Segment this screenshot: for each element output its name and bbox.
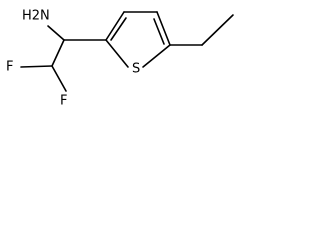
sulfur-label: S — [132, 62, 140, 77]
bond-c2-f-left — [20, 65, 53, 68]
bond-c2-f-lower — [51, 65, 67, 92]
bond-amine-c1 — [47, 25, 65, 41]
bond-thiophene-c2-c3 — [105, 11, 125, 41]
bond-thiophene-c2-c3-inner — [110, 17, 127, 41]
amine-label: H2N — [22, 9, 50, 24]
molecule-structure: H2N F F S — [6, 9, 234, 109]
bond-thiophene-c4-c5-inner — [153, 18, 165, 45]
bond-thiophene-c5-s — [142, 44, 171, 68]
bond-ethyl-ch2-ch3 — [201, 14, 234, 46]
fluorine-label-left: F — [6, 60, 13, 75]
bond-thiophene-c4-c5 — [156, 11, 171, 46]
bond-thiophene-s-c2 — [105, 39, 129, 68]
fluorine-label-lower: F — [60, 94, 67, 109]
bond-c1-c2 — [51, 39, 65, 67]
